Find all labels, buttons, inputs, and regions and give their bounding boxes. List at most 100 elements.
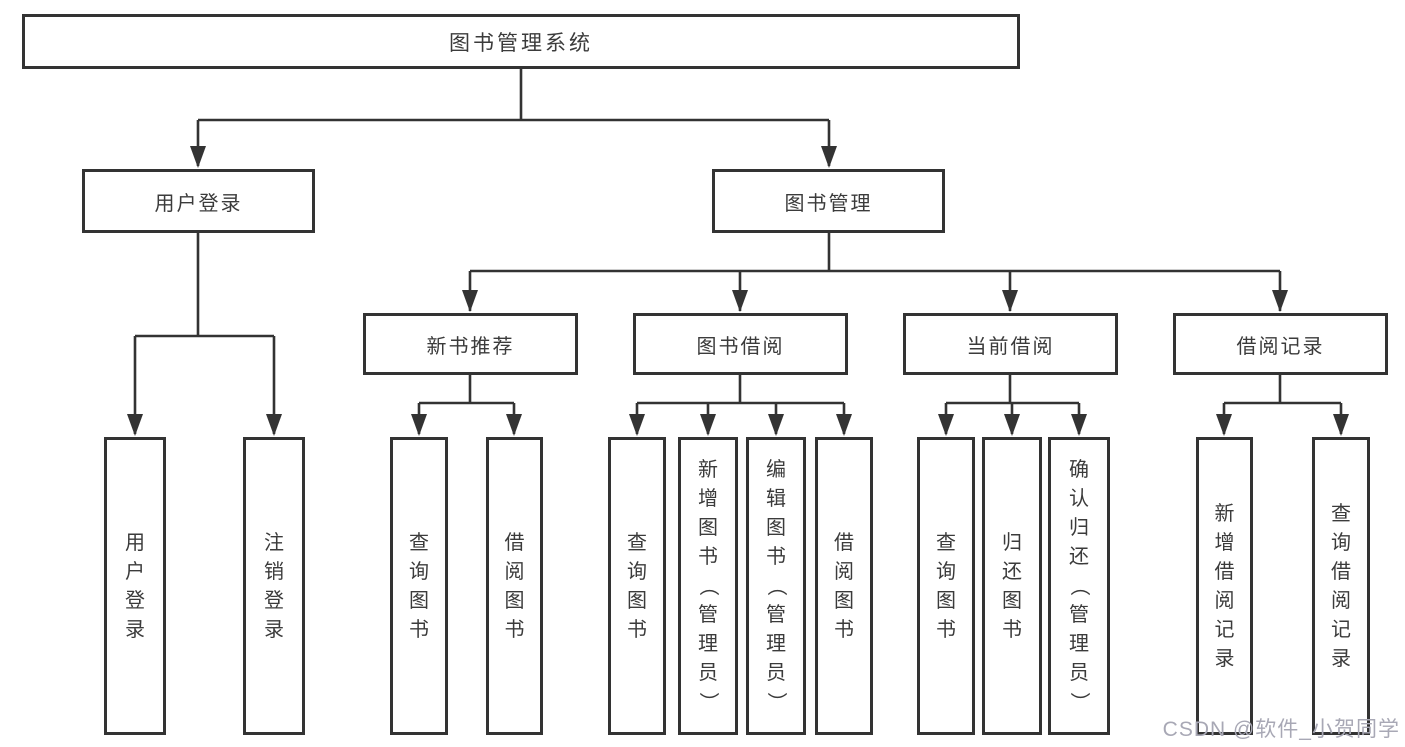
vertical-char: ）: [765, 692, 787, 712]
vertical-char: 管: [766, 604, 786, 626]
vertical-char: 阅: [834, 560, 854, 583]
vertical-char: 归: [1069, 517, 1089, 539]
vertical-char: 录: [1214, 647, 1235, 670]
node-user-login: 用户登录: [82, 169, 315, 233]
vertical-char: 图: [627, 589, 647, 612]
vertical-char: （: [697, 576, 719, 596]
csdn-watermark: CSDN @软件_小贺同学: [1162, 718, 1400, 741]
vertical-char: （: [1068, 576, 1090, 596]
vertical-char: 借: [504, 531, 525, 554]
vertical-char: 销: [264, 560, 284, 583]
vertical-char: 图: [834, 589, 854, 612]
arrowheads: [127, 146, 1349, 436]
edge-book-mgmt-children: [468, 233, 1282, 311]
edge-borrow-record-children: [1222, 375, 1343, 434]
vertical-char: 理: [1069, 633, 1089, 655]
vertical-char: 登: [264, 589, 284, 612]
leaf-borrow-books-borrowing: 借阅图书: [815, 437, 873, 735]
vertical-char: 书: [1002, 618, 1022, 641]
vertical-char: 书: [698, 546, 718, 568]
leaf-edit-books-admin: 编辑图书（管理员）: [746, 437, 806, 735]
node-label: 新书推荐: [426, 335, 515, 358]
edge-user-login-children: [133, 233, 276, 434]
vertical-char: 认: [1069, 488, 1089, 510]
vertical-char: 借: [834, 531, 854, 554]
edge-book-borrow-children: [635, 375, 846, 434]
leaf-add-books-admin: 新增图书（管理员）: [678, 437, 738, 735]
vertical-char: 阅: [1214, 589, 1235, 612]
vertical-char: 图: [936, 589, 956, 612]
vertical-char: 还: [1002, 560, 1022, 583]
node-label: 图书借阅: [696, 335, 785, 358]
vertical-char: 查: [936, 531, 956, 554]
vertical-char: 确: [1069, 459, 1089, 481]
node-book-borrowing: 图书借阅: [633, 313, 848, 375]
vertical-char: 图: [766, 517, 786, 539]
vertical-char: 辑: [766, 488, 786, 510]
vertical-char: 录: [125, 618, 145, 641]
vertical-char: 书: [936, 618, 956, 641]
vertical-char: 户: [125, 560, 145, 583]
edge-new-book-rec-children: [417, 375, 516, 434]
leaf-query-books-borrowing: 查询图书: [608, 437, 666, 735]
leaf-query-borrow-record: 查询借阅记录: [1312, 437, 1370, 735]
vertical-char: 借: [1214, 560, 1235, 583]
vertical-char: 查: [1331, 502, 1351, 525]
vertical-char: 录: [264, 618, 284, 641]
leaf-logout: 注销登录: [243, 437, 305, 735]
node-library-management-system: 图书管理系统: [22, 14, 1020, 69]
vertical-char: 管: [1069, 604, 1089, 626]
vertical-char: 增: [1214, 531, 1235, 554]
vertical-char: （: [765, 576, 787, 596]
edge-root-to-level2: [196, 69, 831, 166]
node-label: 图书管理系统: [449, 31, 593, 55]
vertical-char: 理: [698, 633, 718, 655]
node-label: 当前借阅: [966, 335, 1055, 358]
vertical-char: 记: [1331, 618, 1351, 641]
vertical-char: 归: [1002, 531, 1022, 554]
leaf-user-login: 用户登录: [104, 437, 166, 735]
vertical-char: 书: [409, 618, 429, 641]
vertical-char: 查: [627, 531, 647, 554]
vertical-char: 编: [766, 459, 786, 481]
node-label: 用户登录: [154, 192, 243, 215]
vertical-char: 查: [409, 531, 429, 554]
vertical-char: 图: [504, 589, 525, 612]
vertical-char: 图: [1002, 589, 1022, 612]
leaf-query-books-recommend: 查询图书: [390, 437, 448, 735]
vertical-char: 新: [1214, 502, 1235, 525]
vertical-char: 用: [125, 531, 145, 554]
vertical-char: 书: [766, 546, 786, 568]
vertical-char: 询: [1331, 531, 1351, 554]
vertical-char: 新: [698, 459, 718, 481]
node-borrowing-records: 借阅记录: [1173, 313, 1388, 375]
leaf-add-borrow-record: 新增借阅记录: [1196, 437, 1253, 735]
vertical-char: 员: [1069, 662, 1089, 684]
vertical-char: 图: [698, 517, 718, 539]
vertical-char: 还: [1069, 546, 1089, 568]
vertical-char: 登: [125, 589, 145, 612]
vertical-char: 记: [1214, 618, 1235, 641]
leaf-return-books: 归还图书: [982, 437, 1042, 735]
vertical-char: 管: [698, 604, 718, 626]
vertical-char: 询: [409, 560, 429, 583]
vertical-char: 员: [698, 662, 718, 684]
node-label: 借阅记录: [1236, 335, 1325, 358]
vertical-char: 询: [936, 560, 956, 583]
vertical-char: 员: [766, 662, 786, 684]
node-new-book-recommendation: 新书推荐: [363, 313, 578, 375]
vertical-char: 书: [627, 618, 647, 641]
vertical-char: 图: [409, 589, 429, 612]
vertical-char: 询: [627, 560, 647, 583]
vertical-char: 注: [264, 531, 284, 554]
leaf-query-books-current: 查询图书: [917, 437, 975, 735]
vertical-char: 录: [1331, 647, 1351, 670]
vertical-char: 书: [504, 618, 525, 641]
node-label: 图书管理: [784, 192, 873, 215]
vertical-char: 借: [1331, 560, 1351, 583]
node-book-management: 图书管理: [712, 169, 945, 233]
node-current-borrowing: 当前借阅: [903, 313, 1118, 375]
vertical-char: 增: [698, 488, 718, 510]
vertical-char: 书: [834, 618, 854, 641]
